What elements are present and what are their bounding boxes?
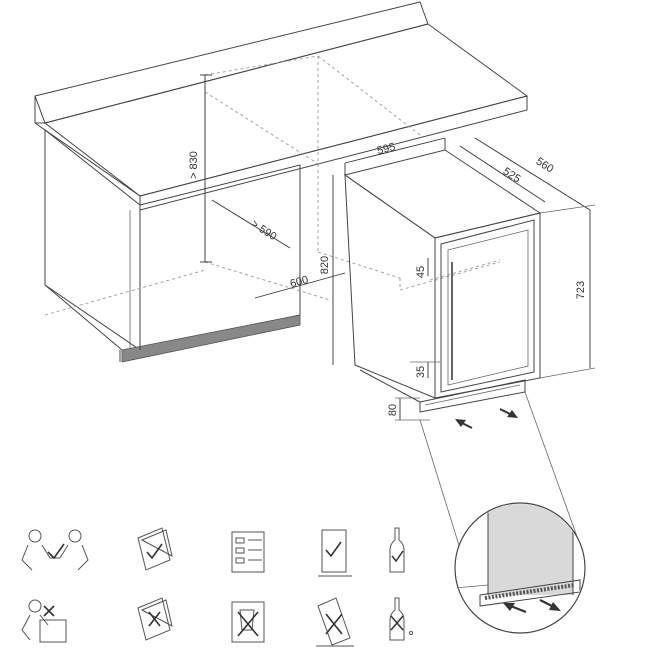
dim-appliance-height: 723: [575, 281, 587, 299]
dim-appliance-depth-body: 525: [501, 165, 523, 185]
dim-counter-height: > 830: [188, 151, 200, 179]
upright-transport-ok-icon: [318, 529, 352, 577]
dimension-lines: [200, 74, 596, 421]
left-cabinet: [44, 128, 301, 363]
shelf-loading-ok-icon: [231, 531, 265, 573]
arrow-in-detail-icon: [503, 603, 515, 611]
arrow-in-icon: [455, 419, 466, 427]
dim-niche-height: 820: [319, 256, 331, 274]
dim-cabinet-depth: > 590: [249, 218, 279, 243]
carry-one-person-not-ok-icon: [21, 599, 67, 643]
dim-plinth-gap: 35: [415, 366, 427, 378]
manual-ok-icon: [137, 527, 173, 571]
bottle-not-ok-icon: [389, 597, 414, 641]
arrow-out-detail-icon: [549, 602, 561, 611]
airflow-arrows: [455, 408, 518, 429]
dim-niche-width: 600: [289, 274, 310, 290]
tilted-transport-not-ok-icon: [316, 597, 354, 647]
dim-appliance-depth-total: 560: [534, 155, 556, 175]
manual-not-ok-icon: [137, 597, 173, 641]
shelf-overload-not-ok-icon: [231, 601, 265, 643]
detail-callout: [419, 391, 586, 634]
carry-two-persons-ok-icon: [21, 529, 89, 571]
dim-plinth-height: 80: [387, 404, 399, 416]
bottle-upright-ok-icon: [389, 527, 405, 573]
dim-appliance-width: 595: [376, 141, 397, 157]
arrow-out-icon: [507, 410, 518, 418]
dim-door-offset: 45: [415, 266, 427, 278]
plinth-grille-detail: [484, 583, 576, 600]
countertop: [34, 1, 529, 211]
wine-cooler: [343, 149, 542, 413]
niche-outline: [44, 55, 501, 316]
